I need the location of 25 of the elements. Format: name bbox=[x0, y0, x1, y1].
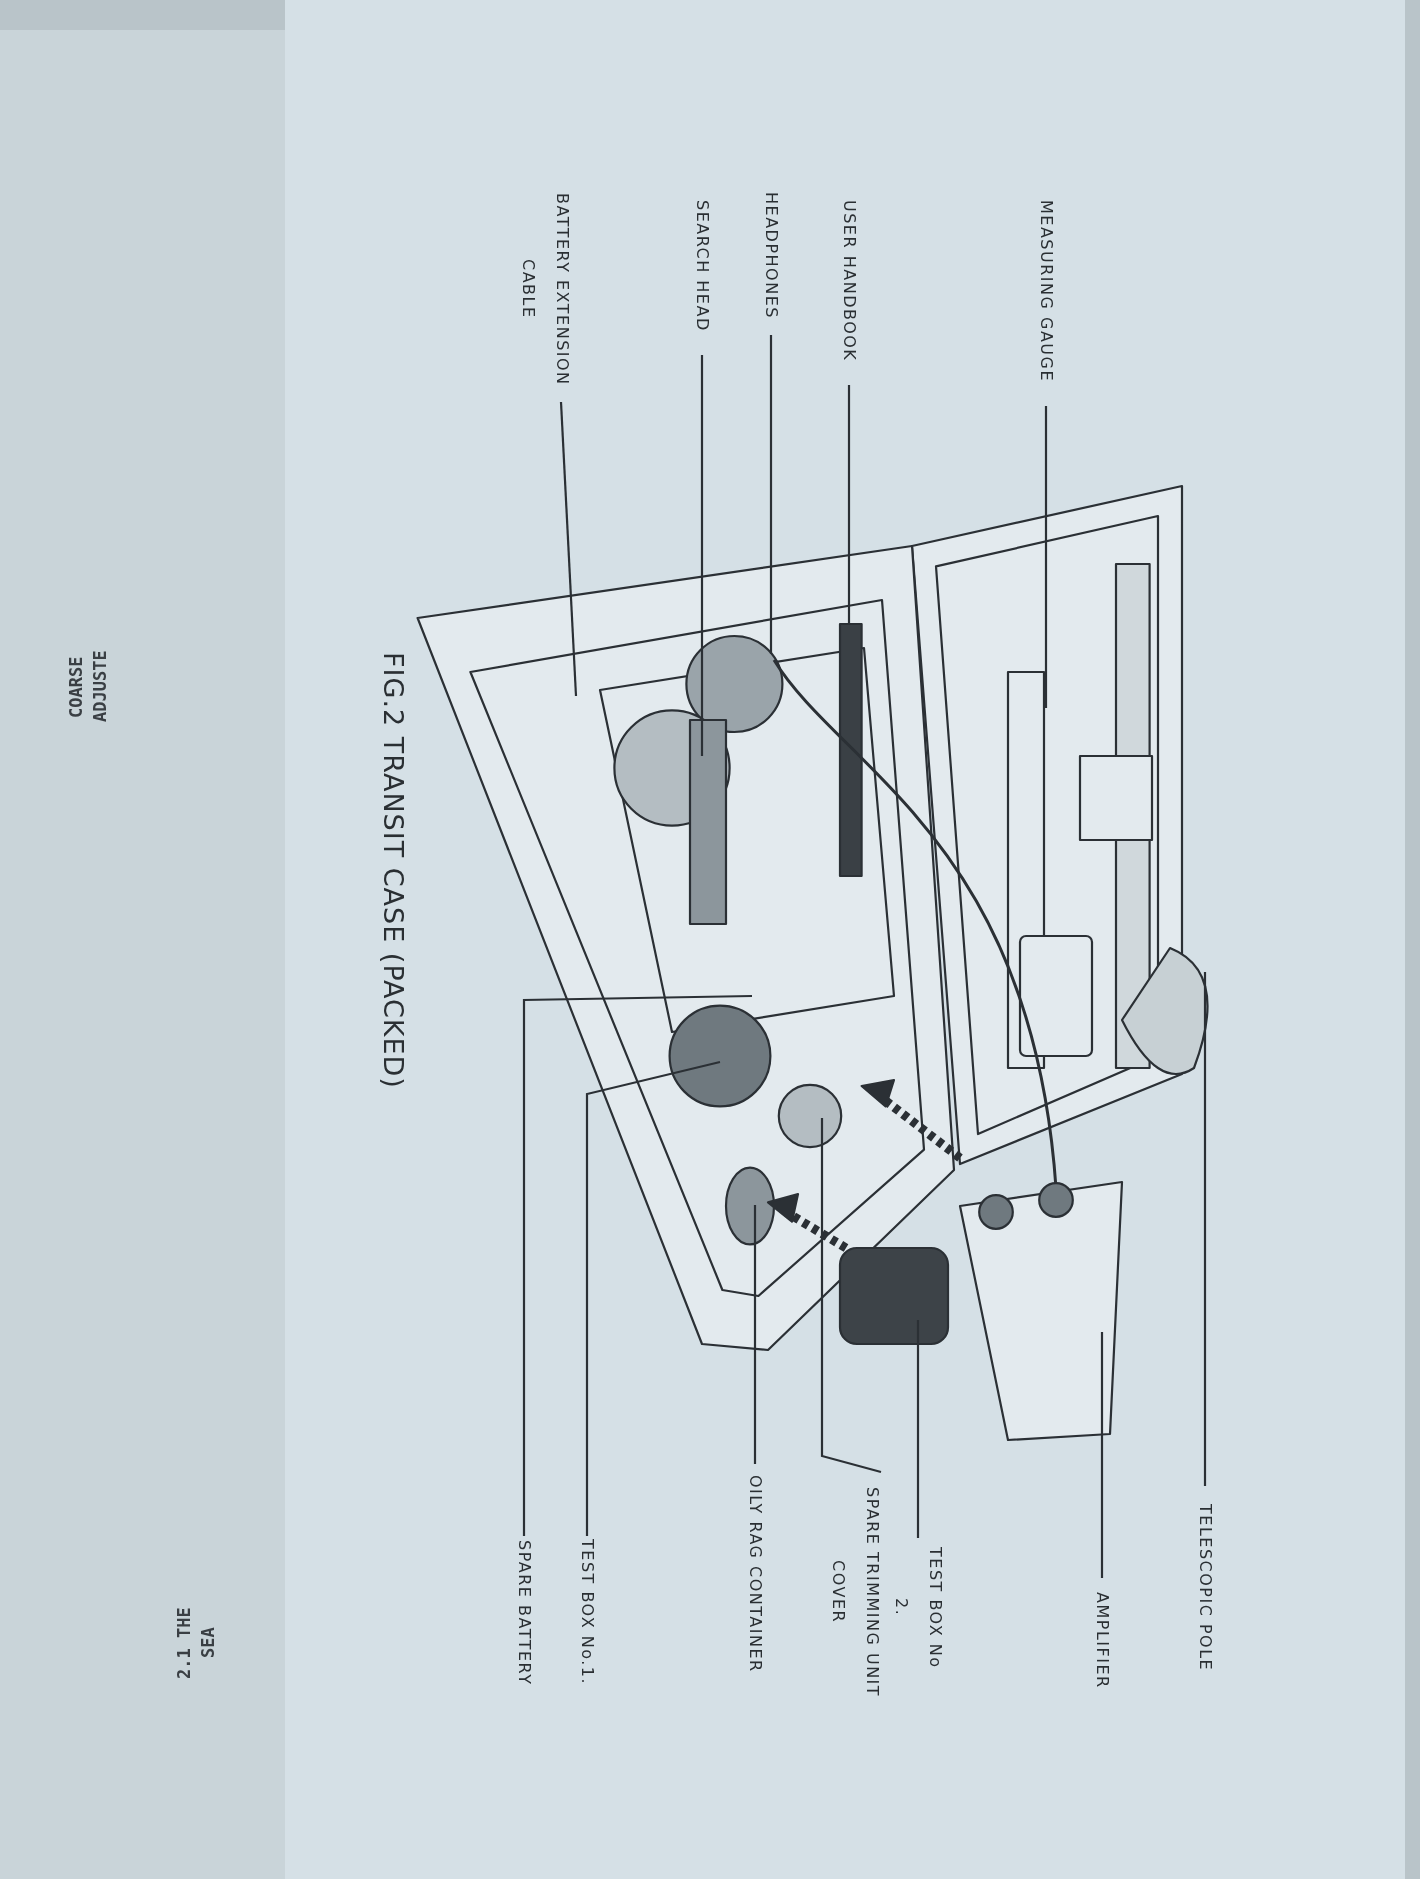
part-label: TEST BOX No.1. bbox=[570, 1538, 604, 1686]
leader-line bbox=[820, 1118, 882, 1474]
part-label: HEADPHONES bbox=[754, 178, 788, 333]
part-label: BATTERY EXTENSION CABLE bbox=[511, 178, 579, 400]
section-heading: 2.1 THE SEA bbox=[173, 1606, 219, 1681]
leader-line bbox=[847, 385, 851, 624]
leader-line bbox=[769, 335, 773, 654]
leader-line bbox=[1100, 1332, 1104, 1578]
part-label: SPARE BATTERY bbox=[507, 1538, 541, 1688]
leader-line bbox=[1203, 972, 1207, 1486]
leader-line bbox=[522, 994, 752, 1536]
part-label: AMPLIFIER bbox=[1085, 1580, 1119, 1700]
leader-line bbox=[916, 1320, 920, 1538]
figure-title: FIG.2 TRANSIT CASE (PACKED) bbox=[378, 652, 409, 1089]
part-label: USER HANDBOOK bbox=[832, 178, 866, 383]
part-label: OILY RAG CONTAINER bbox=[738, 1466, 772, 1681]
heading-text: COARSE ADJUSTE bbox=[65, 652, 111, 722]
leader-line bbox=[559, 401, 578, 697]
part-label: SEARCH HEAD bbox=[685, 178, 719, 353]
part-label: MEASURING GAUGE bbox=[1029, 178, 1063, 404]
part-label: TELESCOPIC POLE bbox=[1188, 1488, 1222, 1688]
leader-line bbox=[585, 1060, 721, 1536]
leader-line bbox=[753, 1205, 757, 1464]
leader-line bbox=[1044, 406, 1048, 708]
leader-line bbox=[700, 355, 704, 756]
